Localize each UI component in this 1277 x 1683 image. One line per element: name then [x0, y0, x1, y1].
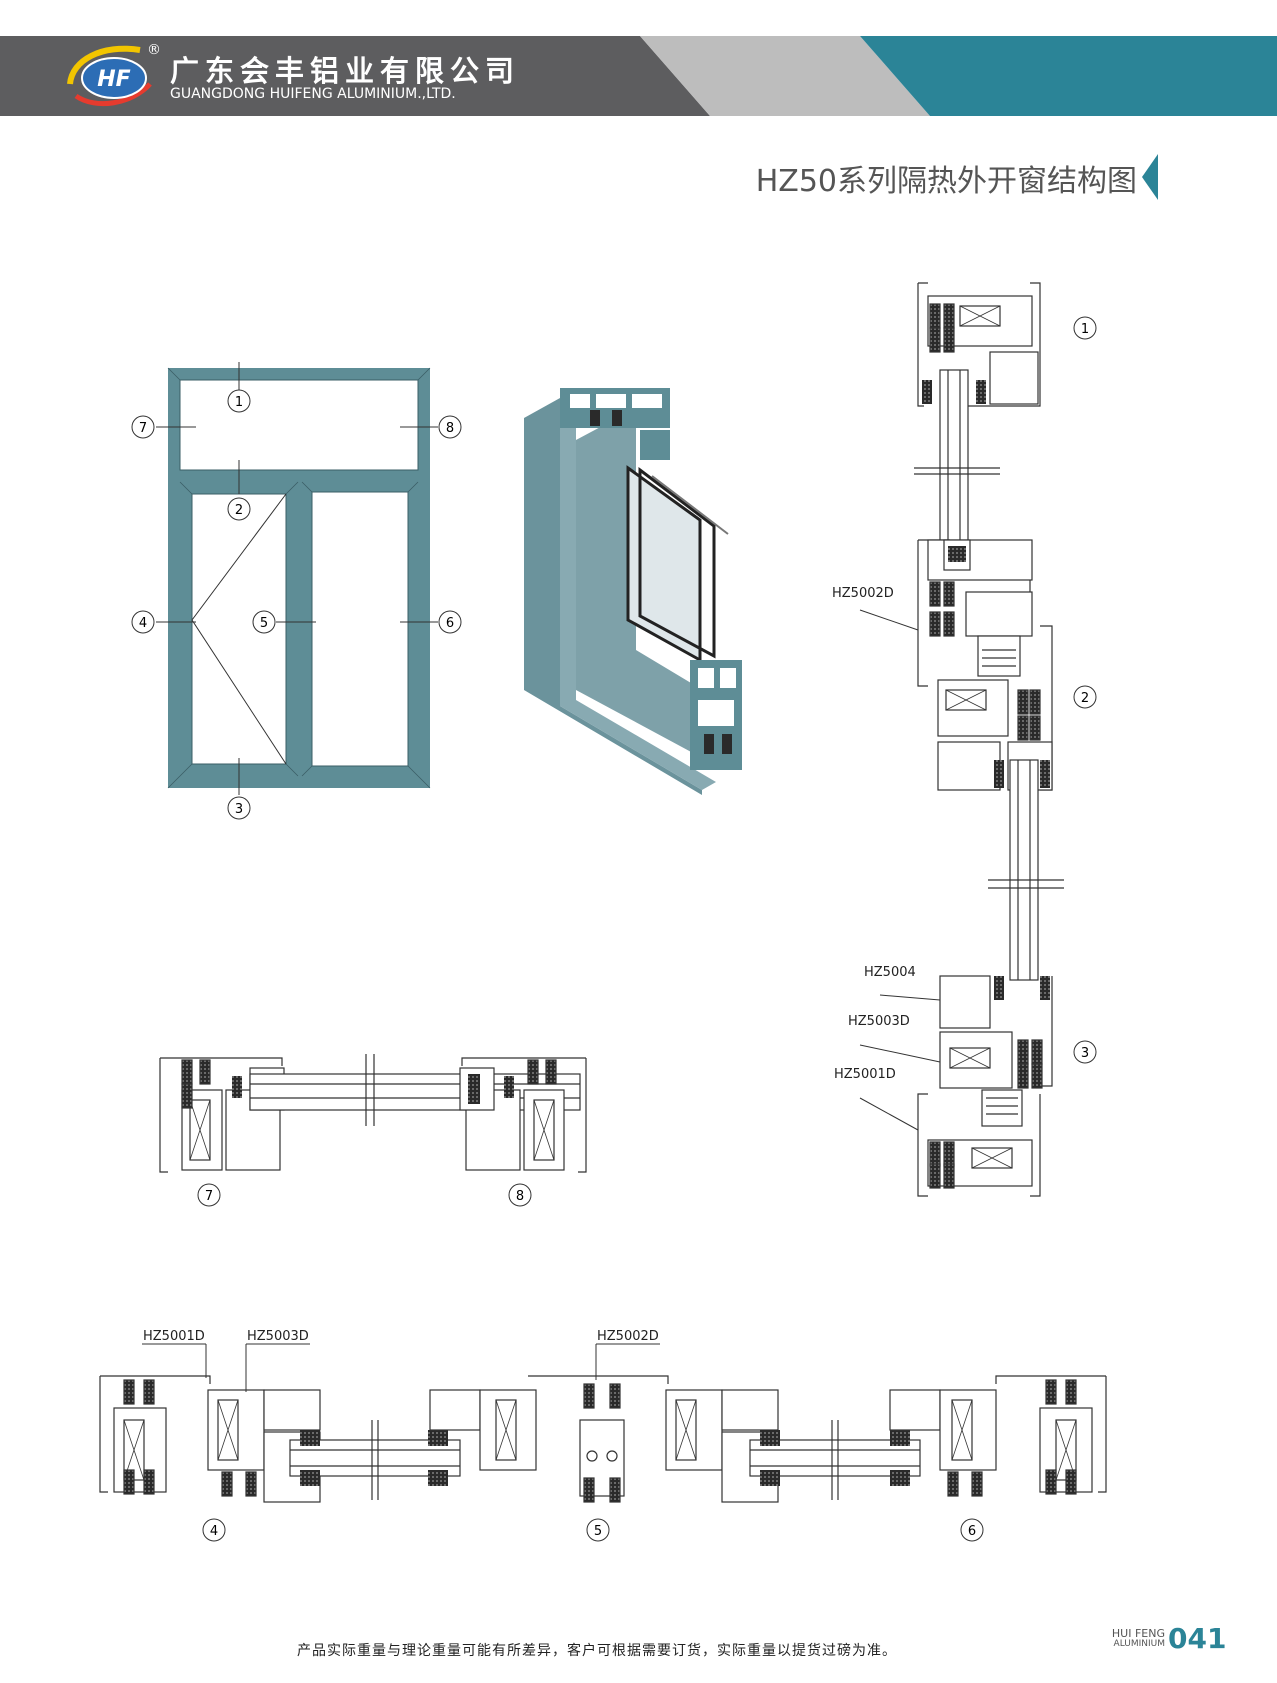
label-hz5001d-vertical: HZ5001D: [834, 1067, 896, 1082]
profile-labels: HZ5002D HZ5004 HZ5003D HZ5001D HZ5001D H…: [143, 586, 916, 1344]
page-header: [0, 36, 1277, 116]
horizontal-section-7-8: [159, 1054, 587, 1173]
marker-5: 5: [252, 610, 276, 634]
logo-text: HF: [97, 67, 130, 92]
svg-text:3: 3: [235, 802, 243, 817]
page-title: HZ50系列隔热外开窗结构图: [755, 164, 1137, 199]
svg-text:2: 2: [1081, 691, 1089, 706]
marker-7: 7: [131, 415, 155, 439]
registered-mark: ®: [147, 42, 161, 58]
svg-text:5: 5: [260, 616, 268, 631]
label-hz5003d-bottom: HZ5003D: [247, 1329, 309, 1344]
svg-text:8: 8: [516, 1189, 524, 1204]
marker-6: 6: [438, 610, 462, 634]
bottom-marker-6: 6: [960, 1518, 984, 1542]
svg-text:3: 3: [1081, 1046, 1089, 1061]
svg-text:4: 4: [210, 1524, 218, 1539]
vertical-marker-2: 2: [1073, 685, 1097, 709]
page-number: 041: [1168, 1622, 1227, 1655]
vertical-section: [859, 282, 1064, 1197]
svg-text:6: 6: [446, 616, 454, 631]
window-elevation: [156, 362, 438, 795]
vertical-marker-1: 1: [1073, 316, 1097, 340]
svg-text:1: 1: [235, 395, 243, 410]
mid-marker-7: 7: [197, 1183, 221, 1207]
svg-text:2: 2: [235, 503, 243, 518]
svg-text:7: 7: [205, 1189, 213, 1204]
marker-8: 8: [438, 415, 462, 439]
svg-text:1: 1: [1081, 322, 1089, 337]
label-hz5002d-vertical: HZ5002D: [832, 586, 894, 601]
title-arrow-icon: [1142, 154, 1158, 200]
label-hz5002d-bottom: HZ5002D: [597, 1329, 659, 1344]
svg-text:8: 8: [446, 421, 454, 436]
company-name-cn: 广东会丰铝业有限公司: [170, 54, 521, 88]
vertical-marker-3: 3: [1073, 1040, 1097, 1064]
svg-text:6: 6: [968, 1524, 976, 1539]
marker-1: 1: [227, 389, 251, 413]
horizontal-section-4-5-6: [99, 1343, 1107, 1503]
marker-3: 3: [227, 796, 251, 820]
profile-3d-render: [524, 388, 742, 795]
bottom-marker-4: 4: [202, 1518, 226, 1542]
footer-brand: HUI FENG ALUMINIUM: [1105, 1628, 1165, 1650]
footer-brand-line1: HUI FENG: [1111, 1627, 1165, 1640]
label-hz5001d-bottom: HZ5001D: [143, 1329, 205, 1344]
footer-note: 产品实际重量与理论重量可能有所差异，客户可根据需要订货，实际重量以提货过磅为准。: [297, 1643, 897, 1659]
marker-2: 2: [227, 497, 251, 521]
footer-brand-line2: ALUMINIUM: [1113, 1639, 1165, 1649]
svg-text:7: 7: [139, 421, 147, 436]
svg-text:5: 5: [594, 1524, 602, 1539]
bottom-marker-5: 5: [586, 1518, 610, 1542]
section-markers: 1 2 3 7 8 4 5 6: [197, 316, 1097, 1542]
marker-4: 4: [131, 610, 155, 634]
company-logo: HF: [67, 45, 152, 107]
elevation-markers: 1 2 3 4 5 6 7 8: [131, 389, 462, 820]
svg-text:4: 4: [139, 616, 147, 631]
company-name-en: GUANGDONG HUIFENG ALUMINIUM.,LTD.: [170, 86, 456, 102]
label-hz5003d-vertical: HZ5003D: [848, 1014, 910, 1029]
mid-marker-8: 8: [508, 1183, 532, 1207]
label-hz5004: HZ5004: [864, 965, 916, 980]
